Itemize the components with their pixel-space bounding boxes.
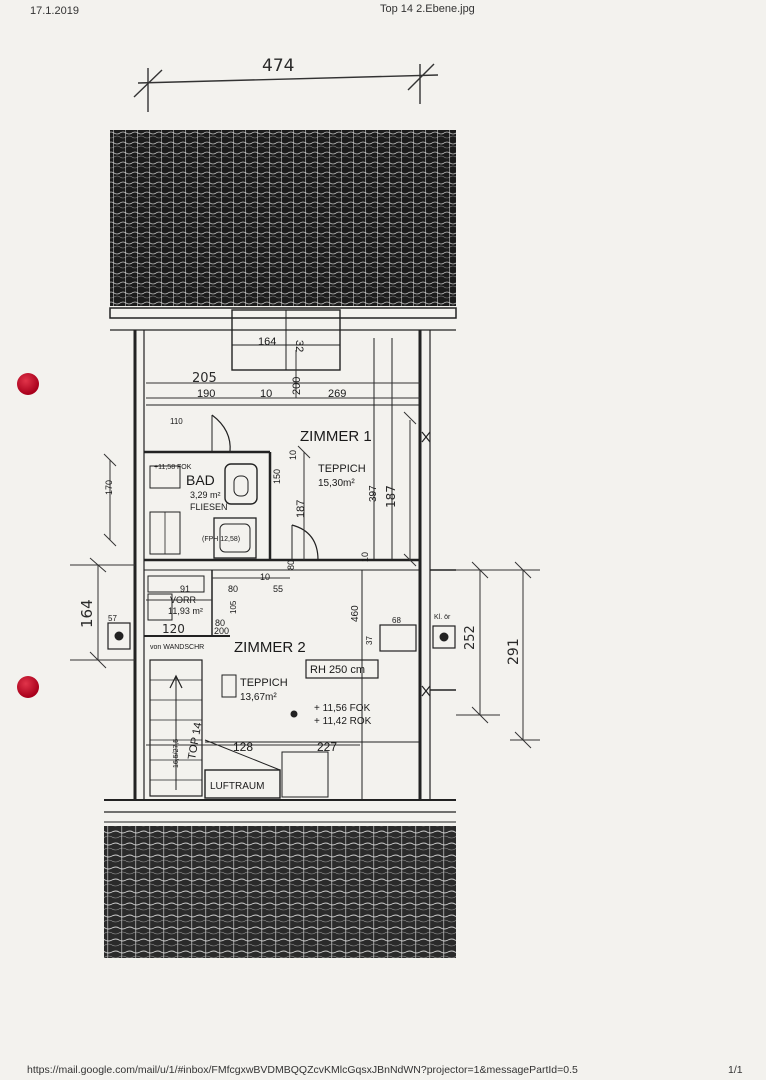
dim-91: 91 <box>180 584 190 594</box>
dim-10-c: 10 <box>360 552 370 562</box>
note-rok: + 11,42 ROK <box>314 716 372 727</box>
dim-120: 120 <box>162 622 185 636</box>
punch-hole-bottom <box>17 676 39 698</box>
dim-105: 105 <box>229 600 238 614</box>
dim-200-b: 200 <box>214 626 229 636</box>
room-vorr-name: VORR <box>170 595 197 605</box>
note-stair: 16,5/27,5 <box>173 739 180 768</box>
punch-hole-top <box>17 373 39 395</box>
dim-32: 32 <box>293 340 305 352</box>
room-zimmer1-area: 15,30m² <box>318 478 355 489</box>
room-bad-floor: FLIESEN <box>190 502 228 512</box>
note-wandschr: von WANDSCHR <box>150 644 204 651</box>
dim-190: 190 <box>197 388 215 400</box>
room-zimmer2-name: ZIMMER 2 <box>234 639 306 656</box>
dim-128: 128 <box>233 740 253 754</box>
note-fok: + 11,56 FOK <box>314 703 371 714</box>
walls <box>104 307 457 823</box>
room-luftraum-name: LUFTRAUM <box>210 781 264 792</box>
dim-252: 252 <box>463 625 478 650</box>
dim-80-a: 80 <box>286 560 296 570</box>
dim-474: 474 <box>262 56 294 76</box>
dim-200-top: 200 <box>291 377 303 395</box>
room-vorr-area: 11,93 m² <box>168 606 203 616</box>
dim-150: 150 <box>272 469 282 484</box>
dim-187-left: 187 <box>295 500 307 518</box>
dim-187-right: 187 <box>384 485 398 508</box>
room-zimmer1-name: ZIMMER 1 <box>300 428 372 445</box>
room-zimmer2-floor: TEPPICH <box>240 677 288 689</box>
footer-url: https://mail.google.com/mail/u/1/#inbox/… <box>27 1064 578 1076</box>
note-rh: RH 250 cm <box>310 664 365 676</box>
room-zimmer2-area: 13,67m² <box>240 692 277 703</box>
dim-460: 460 <box>350 605 361 622</box>
document-title: Top 14 2.Ebene.jpg <box>380 3 475 15</box>
dim-80-c: 80 <box>215 618 225 628</box>
print-date: 17.1.2019 <box>30 5 79 17</box>
dim-164-left: 164 <box>78 599 96 628</box>
dim-10-bath: 10 <box>288 450 298 460</box>
dim-269: 269 <box>328 388 346 400</box>
dim-164-window: 164 <box>258 336 276 348</box>
dim-80-b: 80 <box>228 584 238 594</box>
dim-110: 110 <box>170 417 183 426</box>
note-kl-or: Kl. ör <box>434 614 451 621</box>
dim-57: 57 <box>108 614 117 623</box>
dim-55: 55 <box>273 584 283 594</box>
dim-227: 227 <box>317 740 337 754</box>
dim-68: 68 <box>392 616 401 625</box>
dim-291: 291 <box>506 638 522 665</box>
dim-10-d: 10 <box>260 572 270 582</box>
note-fph: (FPH 12,58) <box>202 536 240 543</box>
dimension-474 <box>133 63 439 112</box>
room-zimmer1-floor: TEPPICH <box>318 463 366 475</box>
dim-205: 205 <box>192 371 217 386</box>
room-bad-area: 3,29 m² <box>190 490 221 500</box>
dim-170: 170 <box>104 480 114 495</box>
dim-37: 37 <box>365 636 374 645</box>
dimension-lines <box>70 350 540 749</box>
roof-bottom-texture <box>104 826 456 958</box>
note-fok-bad: +11,58 FOK <box>154 464 192 471</box>
room-bad-name: BAD <box>186 472 215 488</box>
roof-top-texture <box>110 130 456 306</box>
page-number: 1/1 <box>728 1064 743 1076</box>
dim-397: 397 <box>368 485 379 502</box>
dim-10-top: 10 <box>260 388 272 400</box>
